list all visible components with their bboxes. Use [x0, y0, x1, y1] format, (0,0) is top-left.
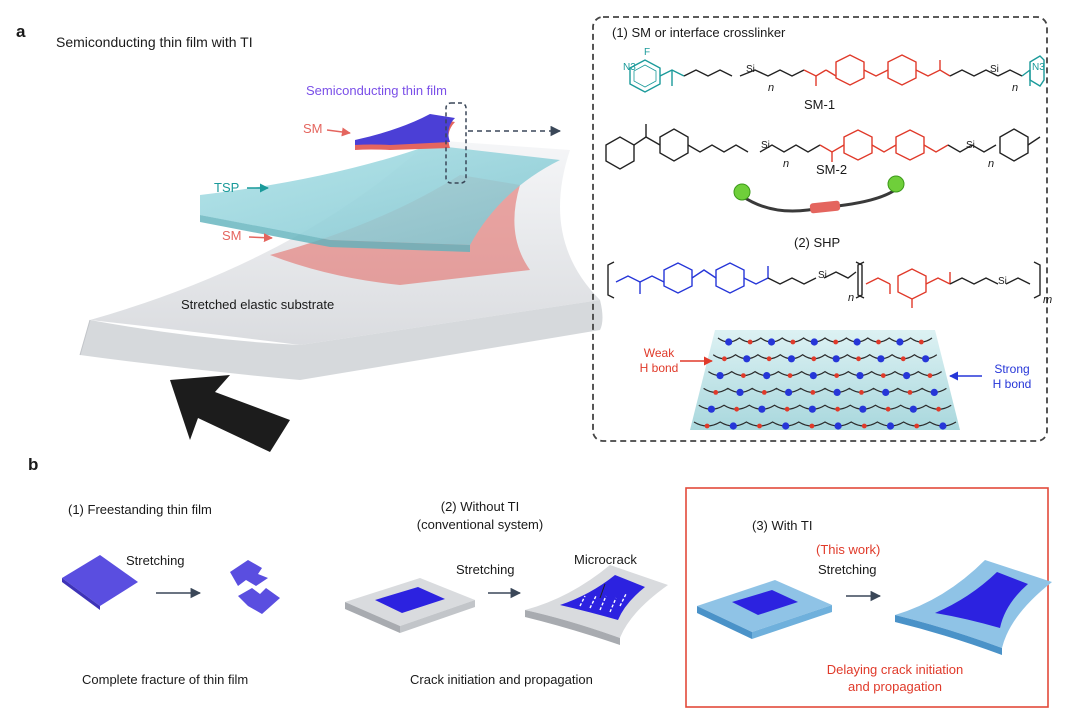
panel-a-title: Semiconducting thin film with TI	[56, 34, 253, 50]
sm-bottom-arrow	[248, 233, 273, 243]
sm-top-arrow	[326, 127, 351, 137]
step3-result: Delaying crack initiation and propagatio…	[790, 661, 1000, 695]
sm1-n3-right: N3	[1032, 62, 1045, 73]
step3-result-line1: Delaying crack initiation	[826, 662, 964, 677]
label-strong-hbond: Strong H bond	[984, 362, 1040, 392]
label-weak-hbond: Weak H bond	[634, 346, 684, 376]
this-work-box	[685, 487, 1049, 708]
strong-line-1: Strong	[994, 362, 1030, 376]
strong-line-2: H bond	[992, 377, 1032, 391]
weak-line-2: H bond	[639, 361, 679, 375]
panel-a-letter: a	[16, 22, 26, 41]
shp-m-label: m	[1043, 294, 1053, 306]
label-sm1: SM-1	[804, 97, 836, 112]
step2-callout: Microcrack	[574, 552, 637, 567]
step2-title: (2) Without TI (conventional system)	[400, 498, 560, 534]
conventional-substrate-after	[525, 565, 668, 645]
step3-note: (This work)	[816, 542, 881, 557]
step2-action: Stretching	[456, 562, 515, 577]
panel-b-letter: b	[28, 455, 39, 474]
crosslinker-box	[592, 16, 1048, 442]
crosslinker-cartoon	[733, 175, 905, 214]
sm2-n-right: n	[988, 158, 995, 170]
step3-title: (3) With TI	[752, 518, 813, 533]
fractured-film	[230, 560, 280, 614]
step2-title-line2: (conventional system)	[416, 517, 544, 532]
step2-result: Crack initiation and propagation	[410, 672, 593, 687]
shp-si-left: Si	[818, 270, 827, 281]
shp-n-label: n	[848, 292, 855, 304]
label-semiconducting-film: Semiconducting thin film	[306, 83, 447, 98]
step1-result: Complete fracture of thin film	[82, 672, 249, 687]
shp-si-right: Si	[998, 276, 1007, 287]
sm1-n-right: n	[1012, 82, 1019, 94]
sm1-structure	[629, 54, 1045, 93]
substrate-illustration	[79, 114, 603, 452]
sm1-f-left: F	[644, 47, 651, 58]
step2-title-line1: (2) Without TI	[440, 499, 520, 514]
sm2-si-right: Si	[966, 140, 975, 151]
label-tsp: TSP	[214, 180, 240, 195]
step1-title: (1) Freestanding thin film	[68, 502, 212, 517]
sm1-n-left: n	[768, 82, 775, 94]
microcrack-leader	[599, 583, 606, 599]
zoom-box	[445, 102, 467, 184]
label-sm2: SM-2	[816, 162, 848, 177]
label-sm-top: SM	[303, 121, 323, 136]
step3-action: Stretching	[818, 562, 877, 577]
sm1-si-left: Si	[746, 64, 755, 75]
section-shp-title: (2) SHP	[794, 235, 841, 250]
sm2-si-left: Si	[761, 140, 770, 151]
sm1-si-right: Si	[990, 64, 999, 75]
weak-line-1: Weak	[643, 346, 675, 360]
step3-result-line2: and propagation	[848, 679, 942, 694]
ti-substrate-after	[895, 560, 1052, 655]
shp-structure	[607, 261, 1041, 308]
ti-substrate-before	[697, 580, 832, 639]
step1-action: Stretching	[126, 553, 185, 568]
sm2-structure	[605, 124, 1041, 170]
section-crosslinker-title: (1) SM or interface crosslinker	[612, 25, 786, 40]
sm1-n3-left: N3	[623, 62, 636, 73]
hbond-network	[690, 330, 960, 430]
sm2-n-left: n	[783, 158, 790, 170]
conventional-substrate-before	[345, 578, 475, 633]
freestanding-film	[62, 555, 138, 610]
label-sm-bottom: SM	[222, 228, 242, 243]
label-substrate: Stretched elastic substrate	[181, 297, 335, 312]
